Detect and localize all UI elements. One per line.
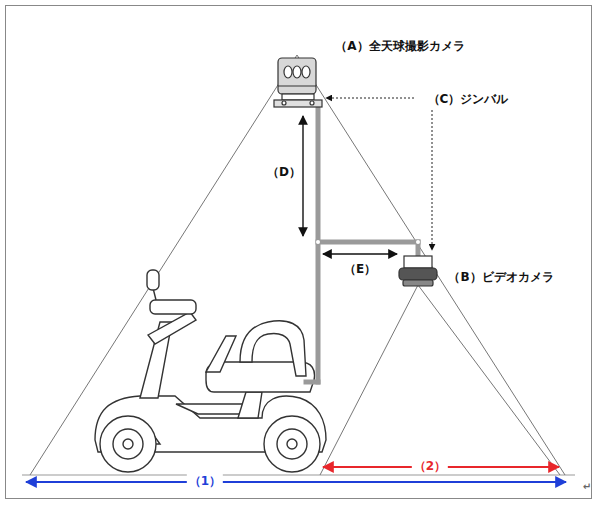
joint	[416, 240, 420, 244]
mount-pole	[306, 108, 418, 382]
gimbal	[404, 256, 432, 268]
ground-line	[22, 475, 575, 476]
leader-line	[326, 98, 414, 99]
view-cone-omni	[30, 55, 565, 475]
part-label: （B）ビデオカメラ	[446, 270, 555, 284]
part-label: （A）全天球撮影カメラ	[333, 39, 466, 53]
omni-camera	[278, 58, 316, 94]
part-label: （C）ジンバル	[426, 92, 511, 106]
dimension-arrow	[302, 116, 303, 236]
frame	[6, 6, 592, 499]
dimension-label: （E）	[342, 262, 378, 276]
dimension-arrow	[26, 481, 566, 483]
leader-line	[432, 110, 433, 250]
dimension-label: （2）	[412, 459, 448, 473]
joint	[316, 240, 320, 244]
gimbal	[274, 94, 322, 107]
video-camera	[399, 256, 437, 286]
return-mark: ↵	[581, 481, 593, 493]
dimension-label: （1）	[187, 474, 223, 488]
view-cone-video	[320, 285, 560, 475]
dimension-label: （D）	[265, 165, 303, 179]
dimension-arrow	[323, 253, 397, 254]
mobility-scooter	[95, 270, 326, 472]
